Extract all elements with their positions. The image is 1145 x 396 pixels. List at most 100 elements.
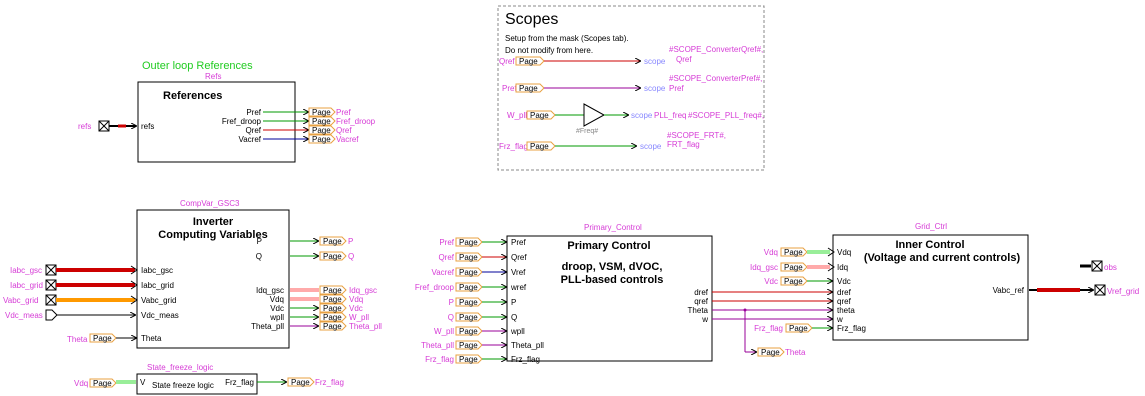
scope-qref[interactable]: scope [644,57,666,66]
page-tag[interactable]: Page [319,251,347,261]
page-tag[interactable]: Page [319,321,347,331]
page-tag[interactable]: Page [455,326,483,336]
prim-in-port: Qref [511,253,527,262]
prim-in-port: Pref [511,238,526,247]
page-tag[interactable]: Page [319,285,347,295]
inner-in-port: Vdc [837,277,851,286]
terminal-icon[interactable] [1091,260,1103,272]
inv-out-label: Vdc [349,304,363,313]
scope-wpll[interactable]: scope [631,111,653,120]
scope-row-frz-src: Frz_flag [499,142,528,151]
inv-out-label: Theta_pll [349,322,382,331]
inv-in-port: Theta [141,334,162,343]
refs-port: refs [141,122,154,131]
svg-text:Page: Page [519,84,538,93]
prim-in-port: wpll [510,327,525,336]
page-tag[interactable]: Page [308,107,336,117]
page-tag[interactable]: Page [780,262,808,272]
page-tag[interactable]: Page [287,377,315,387]
page-tag[interactable]: Page [89,378,117,388]
svg-text:Page: Page [312,135,331,144]
page-tag[interactable]: Page [515,83,545,93]
freeze-title: State freeze logic [152,381,214,390]
references-block-name: Refs [205,72,221,81]
svg-text:Page: Page [519,57,538,66]
inner-block[interactable] [832,234,1029,341]
page-tag[interactable]: Page [308,134,336,144]
page-tag[interactable]: Page [515,56,545,66]
page-tag[interactable]: Page [785,323,813,333]
primary-subsystem: Primary_Control Primary Control droop, V… [415,223,713,364]
page-tag[interactable]: Page [319,303,347,313]
page-tag[interactable]: Page [780,276,808,286]
inv-in-label: Iabc_gsc [10,266,42,275]
prim-out-port: w [701,315,708,324]
scope-row-wpll-tag: #SCOPE_PLL_freq#, [688,111,764,120]
scope-pref[interactable]: scope [644,84,666,93]
terminal-icon[interactable] [45,294,57,306]
prim-in-label: W_pll [434,327,454,336]
page-tag[interactable]: Page [308,116,336,126]
inv-out-label: Idq_gsc [349,286,377,295]
ref-out-port: Pref [246,108,261,117]
scope-frz[interactable]: scope [640,142,662,151]
svg-text:Page: Page [459,341,478,350]
page-tag[interactable]: Page [526,141,556,151]
page-tag[interactable]: Page [455,252,483,262]
freeze-block[interactable] [136,373,258,395]
svg-text:Page: Page [784,263,803,272]
bus-selector-icon[interactable] [98,120,110,132]
prim-in-label: Frz_flag [425,355,454,364]
outer-loop-title: Outer loop References [142,60,253,72]
scope-row-qref-sig: Qref [676,55,692,64]
inverter-block-name: CompVar_GSC3 [180,199,240,208]
references-subsystem: Outer loop References Refs References re… [78,60,376,163]
page-tag[interactable]: Page [455,354,483,364]
terminal-icon[interactable] [45,264,57,276]
inv-in-port: Vabc_grid [141,296,176,305]
svg-text:Page: Page [323,313,342,322]
svg-text:Page: Page [323,237,342,246]
ref-out-port: Fref_droop [222,117,262,126]
inverter-block[interactable] [136,209,290,349]
primary-block[interactable] [506,235,713,362]
refs-input-label: refs [78,122,91,131]
terminal-icon[interactable] [45,279,57,291]
prim-in-port: Frz_flag [511,355,540,364]
page-tag[interactable]: Page [319,294,347,304]
page-tag[interactable]: Page [319,236,347,246]
svg-text:Page: Page [323,286,342,295]
inner-in-port: Vdq [837,248,851,257]
page-tag[interactable]: Page [455,312,483,322]
page-tag[interactable]: Page [455,340,483,350]
meas-icon[interactable] [45,309,58,321]
page-tag[interactable]: Page [780,247,808,257]
scope-row-pref-sig: Pref [669,84,684,93]
gain-block[interactable] [583,103,606,127]
page-tag[interactable]: Page [455,297,483,307]
page-tag[interactable]: Page [455,267,483,277]
page-tag[interactable]: Page [319,312,347,322]
scopes-note-1: Setup from the mask (Scopes tab). [505,34,629,43]
inv-out-label: P [348,237,353,246]
svg-text:Page: Page [784,277,803,286]
prim-in-label: Q [448,313,454,322]
inner-in-port: dref [837,288,852,297]
svg-text:Page: Page [93,379,112,388]
inner-in-label: Idq_gsc [750,263,778,272]
primary-title-3: PLL-based controls [561,274,664,286]
ref-out-label: Fref_droop [336,117,376,126]
page-tag[interactable]: Page [89,333,117,343]
terminal-icon[interactable] [1094,284,1106,296]
page-tag[interactable]: Page [526,110,556,120]
freeze-out-label: Frz_flag [315,378,344,387]
page-tag[interactable]: Page [455,282,483,292]
inner-in-label: Vdc [764,277,778,286]
references-block[interactable] [137,81,296,163]
inner-in-port: Frz_flag [837,324,866,333]
page-tag[interactable]: Page [308,125,336,135]
page-tag[interactable]: Page [455,237,483,247]
page-tag[interactable]: Page [757,347,785,357]
gain-label: #Freq# [576,128,598,135]
